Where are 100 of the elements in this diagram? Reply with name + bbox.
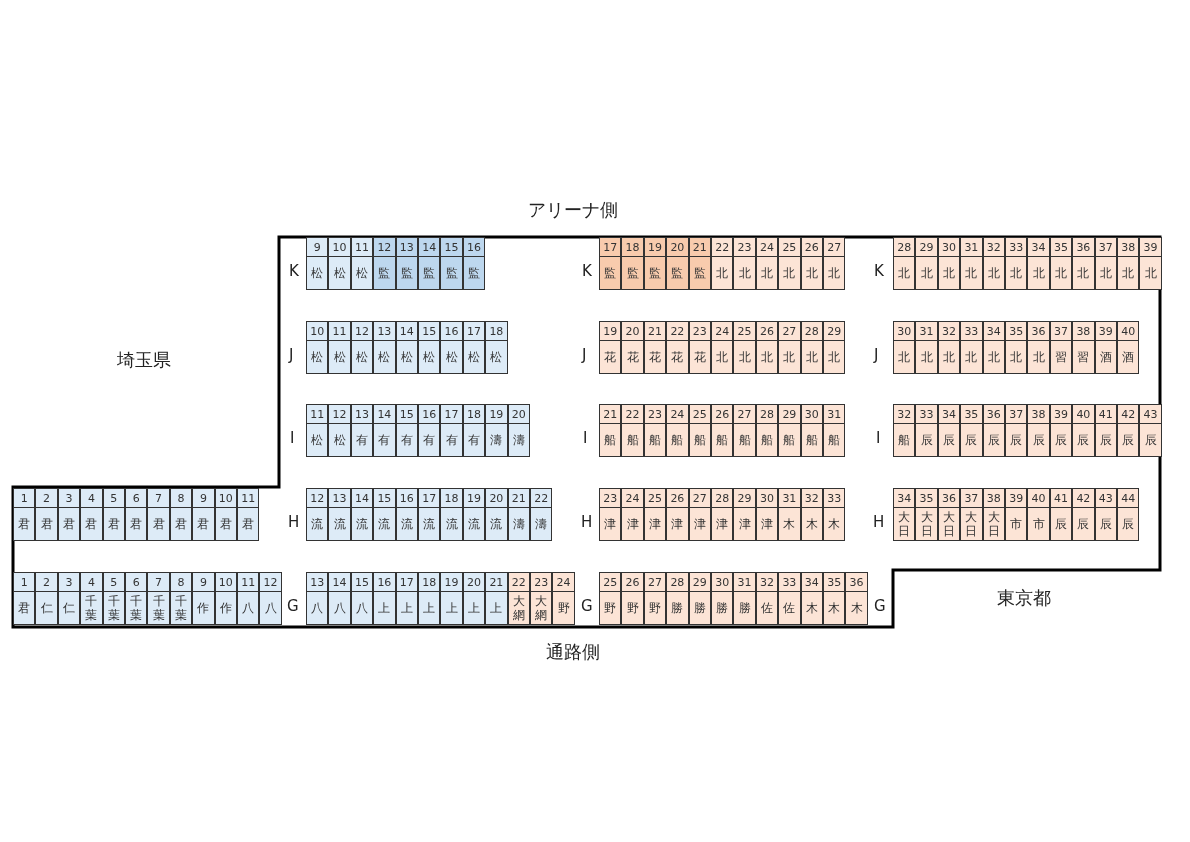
seat-name: 有 — [422, 433, 436, 447]
seat-number: 28 — [894, 238, 915, 257]
seat-name: 北 — [1009, 350, 1023, 364]
seat — [214, 488, 237, 541]
seat-name: 君 — [196, 517, 210, 531]
seat — [621, 572, 644, 625]
row-letter: K — [874, 262, 884, 280]
seat-name: 花 — [693, 350, 707, 364]
seat-number: 43 — [1095, 489, 1116, 508]
seat-name: 北 — [715, 350, 729, 364]
seat — [666, 237, 689, 290]
seat-name: 監 — [422, 266, 436, 280]
seat — [80, 572, 103, 625]
seat-number: 5 — [103, 573, 124, 592]
seat-number: 2 — [36, 573, 57, 592]
seat — [418, 237, 441, 290]
seat-name: 津 — [670, 517, 684, 531]
seat-name: 作 — [219, 601, 233, 615]
seat-name: 野 — [603, 601, 617, 615]
seat — [733, 404, 756, 457]
seat-number: 23 — [531, 573, 552, 592]
seat-name: 松 — [333, 433, 347, 447]
seat-number: 11 — [351, 238, 373, 257]
seat — [1139, 404, 1162, 457]
seat-name: 松 — [310, 350, 324, 364]
seat-name: 北 — [782, 350, 796, 364]
seat — [711, 404, 734, 457]
seat — [823, 321, 846, 374]
seat — [937, 488, 961, 541]
seat-number: 12 — [374, 238, 395, 257]
seat — [960, 488, 983, 541]
seat — [1005, 488, 1028, 541]
seat-number: 23 — [644, 405, 666, 424]
seat-name: 北 — [964, 266, 978, 280]
seat — [1027, 321, 1050, 374]
seat — [306, 488, 329, 541]
seat — [395, 572, 418, 625]
seat — [823, 404, 846, 457]
seat — [440, 404, 463, 457]
seat-name: 八 — [310, 601, 324, 615]
seat-name: 船 — [603, 433, 617, 447]
seat-number: 32 — [938, 322, 960, 341]
seat-name: 船 — [693, 433, 707, 447]
seat — [418, 488, 441, 541]
seat-name: 木 — [850, 601, 864, 615]
seat-number: 30 — [801, 405, 822, 424]
seat-number: 43 — [1140, 405, 1161, 424]
seat-name: 北 — [1054, 266, 1068, 280]
seat — [688, 488, 711, 541]
seat-number: 15 — [396, 405, 417, 424]
seat-name: 辰 — [920, 433, 934, 447]
seat — [306, 404, 329, 457]
seat — [893, 237, 916, 290]
seat-number: 29 — [824, 322, 845, 341]
seat-number: 23 — [734, 238, 755, 257]
seat — [599, 404, 622, 457]
seat-name: 辰 — [1054, 517, 1068, 531]
seat — [778, 237, 801, 290]
seat-name: 勝 — [693, 601, 707, 615]
seat-name: 大日 — [964, 510, 978, 538]
seat-number: 22 — [508, 573, 529, 592]
seat — [621, 488, 644, 541]
seat — [57, 572, 81, 625]
seat-name: 監 — [445, 266, 459, 280]
seat — [328, 237, 351, 290]
row-letter: H — [873, 513, 885, 531]
seat — [462, 572, 486, 625]
seat-name: 辰 — [1009, 433, 1023, 447]
seat — [102, 488, 125, 541]
seat — [1072, 237, 1095, 290]
seat-name: 上 — [422, 601, 436, 615]
seat-number: 35 — [824, 573, 845, 592]
seat-number: 19 — [441, 573, 462, 592]
seat-name: 辰 — [1032, 433, 1046, 447]
seat-number: 32 — [801, 489, 822, 508]
seat — [960, 404, 983, 457]
seat — [35, 572, 58, 625]
area-label: 埼玉県 — [117, 348, 171, 372]
row-letter: G — [581, 597, 593, 615]
seat-name: 監 — [626, 266, 640, 280]
seat — [823, 572, 846, 625]
seat-name: 津 — [693, 517, 707, 531]
seat-name: 流 — [377, 517, 391, 531]
seat-number: 16 — [396, 489, 417, 508]
seat-name: 監 — [377, 266, 391, 280]
seat-number: 27 — [734, 405, 755, 424]
seat-number: 39 — [1050, 405, 1072, 424]
seat-number: 19 — [600, 322, 621, 341]
seat-number: 18 — [441, 489, 462, 508]
seat — [125, 572, 148, 625]
seat — [960, 237, 983, 290]
seat — [440, 321, 463, 374]
seat-name: 勝 — [670, 601, 684, 615]
seat-number: 35 — [916, 489, 937, 508]
seat-name: 北 — [920, 350, 934, 364]
seat-name: 八 — [264, 601, 278, 615]
seat-number: 17 — [419, 489, 440, 508]
seat — [599, 237, 622, 290]
seat-number: 4 — [81, 573, 102, 592]
seat-name: 野 — [626, 601, 640, 615]
